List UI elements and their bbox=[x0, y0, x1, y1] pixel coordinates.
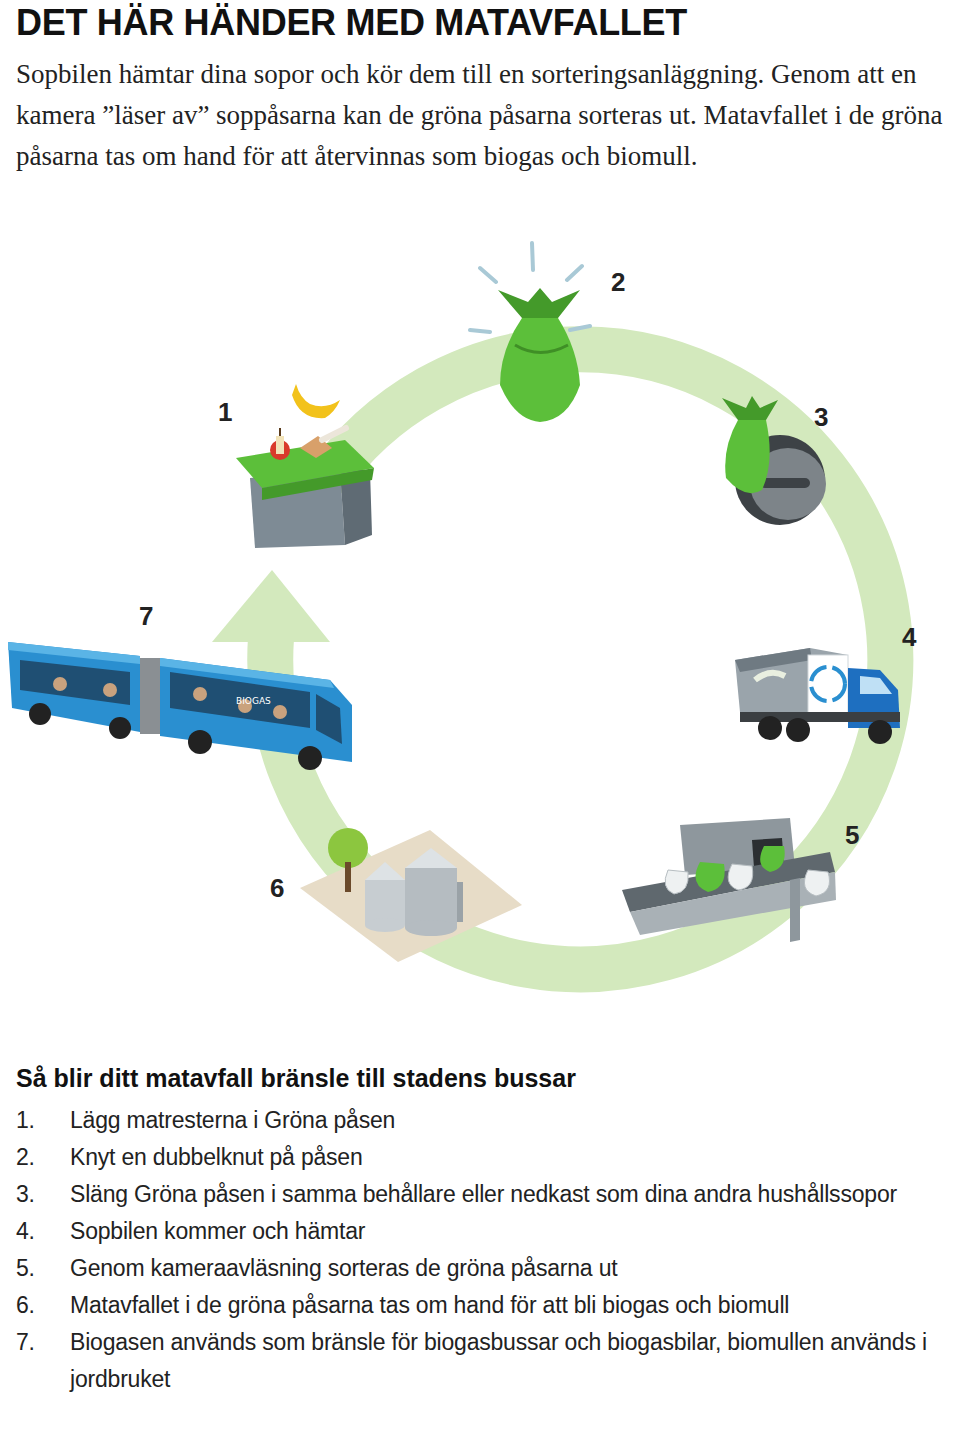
biogas-bus-icon bbox=[170, 672, 310, 728]
step-row: 7.Biogasen används som bränsle för bioga… bbox=[16, 1324, 946, 1398]
step-row: 6.Matavfallet i de gröna påsarna tas om … bbox=[16, 1287, 946, 1324]
bag-drop-icon bbox=[725, 420, 769, 493]
step-number: 5. bbox=[16, 1250, 70, 1287]
green-bag-icon bbox=[470, 243, 590, 422]
biogas-plant-icon bbox=[365, 918, 405, 932]
step-row: 4.Sopbilen kommer och hämtar bbox=[16, 1213, 946, 1250]
step-text: Biogasen används som bränsle för biogasb… bbox=[70, 1324, 946, 1398]
step-text: Genom kameraavläsning sorteras de gröna … bbox=[70, 1250, 946, 1287]
biogas-bus-icon bbox=[20, 660, 130, 705]
garbage-truck-icon bbox=[811, 667, 845, 701]
garbage-truck-icon bbox=[786, 718, 810, 742]
bus-lettering: BIOGAS bbox=[236, 696, 271, 706]
biogas-bus-icon bbox=[8, 642, 352, 770]
biogas-plant-icon bbox=[365, 862, 405, 880]
step-row: 2.Knyt en dubbelknut på påsen bbox=[16, 1139, 946, 1176]
biogas-plant-icon bbox=[457, 882, 463, 922]
intro-paragraph: Sopbilen hämtar dina sopor och kör dem t… bbox=[16, 54, 951, 177]
garbage-truck-icon bbox=[735, 648, 900, 744]
garbage-truck-icon bbox=[755, 673, 785, 680]
callout-number: 1 bbox=[218, 398, 232, 426]
green-bag-icon bbox=[470, 243, 590, 332]
bin-icon bbox=[276, 436, 284, 454]
bin-icon bbox=[236, 384, 374, 548]
step-number: 6. bbox=[16, 1287, 70, 1324]
biogas-bus-icon bbox=[140, 658, 160, 734]
step-text: Knyt en dubbelknut på påsen bbox=[70, 1139, 946, 1176]
biogas-bus-icon bbox=[103, 683, 117, 697]
garbage-truck-icon bbox=[758, 716, 782, 740]
step-text: Matavfallet i de gröna påsarna tas om ha… bbox=[70, 1287, 946, 1324]
sorting-conveyor-icon bbox=[790, 878, 800, 942]
biogas-bus-icon bbox=[188, 730, 212, 754]
bag-drop-icon bbox=[760, 478, 810, 488]
biogas-bus-icon bbox=[193, 687, 207, 701]
bin-icon bbox=[322, 428, 346, 440]
biogas-plant-icon bbox=[300, 828, 522, 962]
sorting-conveyor-icon bbox=[622, 818, 836, 942]
step-number: 1. bbox=[16, 1102, 70, 1139]
sorting-conveyor-icon bbox=[804, 870, 829, 896]
biogas-bus-icon bbox=[109, 717, 131, 739]
garbage-truck-icon bbox=[808, 655, 848, 713]
step-number: 3. bbox=[16, 1176, 70, 1213]
garbage-truck-icon bbox=[868, 720, 892, 744]
biogas-bus-icon bbox=[316, 694, 342, 744]
step-number: 2. bbox=[16, 1139, 70, 1176]
step-number: 4. bbox=[16, 1213, 70, 1250]
step-row: 3.Släng Gröna påsen i samma behållare el… bbox=[16, 1176, 946, 1213]
step-text: Sopbilen kommer och hämtar bbox=[70, 1213, 946, 1250]
biogas-bus-icon bbox=[29, 703, 51, 725]
bin-icon bbox=[292, 384, 340, 418]
biogas-plant-icon bbox=[405, 868, 457, 928]
step-list: 1.Lägg matresterna i Gröna påsen2.Knyt e… bbox=[16, 1102, 946, 1398]
green-bag-icon bbox=[500, 318, 580, 422]
sorting-conveyor-icon bbox=[696, 846, 785, 892]
biogas-plant-icon bbox=[405, 920, 457, 936]
biogas-bus-icon bbox=[298, 746, 322, 770]
garbage-truck-icon bbox=[735, 648, 812, 672]
callout-number: 4 bbox=[902, 623, 916, 651]
bin-icon bbox=[279, 428, 281, 436]
bag-drop-icon bbox=[722, 396, 778, 420]
garbage-truck-icon bbox=[860, 676, 892, 694]
biogas-bus-icon bbox=[273, 705, 287, 719]
step-row: 5.Genom kameraavläsning sorteras de grön… bbox=[16, 1250, 946, 1287]
biogas-plant-icon bbox=[405, 848, 457, 868]
step-number: 7. bbox=[16, 1324, 70, 1398]
biogas-bus-icon bbox=[8, 642, 140, 664]
callout-number: 2 bbox=[611, 268, 625, 296]
biogas-plant-icon bbox=[345, 862, 351, 892]
garbage-truck-icon bbox=[735, 648, 848, 722]
cycle-ring bbox=[212, 570, 330, 642]
biogas-bus-icon bbox=[160, 658, 352, 762]
cycle-ring bbox=[212, 349, 890, 969]
callout-number: 6 bbox=[270, 874, 284, 902]
cycle-ring bbox=[270, 349, 890, 969]
green-bag-icon bbox=[515, 345, 568, 353]
list-heading: Så blir ditt matavfall bränsle till stad… bbox=[16, 1064, 576, 1093]
step-text: Lägg matresterna i Gröna påsen bbox=[70, 1102, 946, 1139]
biogas-bus-icon bbox=[53, 677, 67, 691]
bin-icon bbox=[262, 468, 374, 500]
step-text: Släng Gröna påsen i samma behållare elle… bbox=[70, 1176, 946, 1213]
green-bag-icon bbox=[498, 288, 580, 318]
diagram-title: DET HÄR HÄNDER MED MATAVFALLET bbox=[16, 2, 687, 44]
callout-number: 3 bbox=[814, 403, 828, 431]
step-row: 1.Lägg matresterna i Gröna påsen bbox=[16, 1102, 946, 1139]
bag-drop-icon bbox=[722, 396, 826, 525]
callout-number: 7 bbox=[139, 602, 153, 630]
callout-number: 5 bbox=[845, 821, 859, 849]
